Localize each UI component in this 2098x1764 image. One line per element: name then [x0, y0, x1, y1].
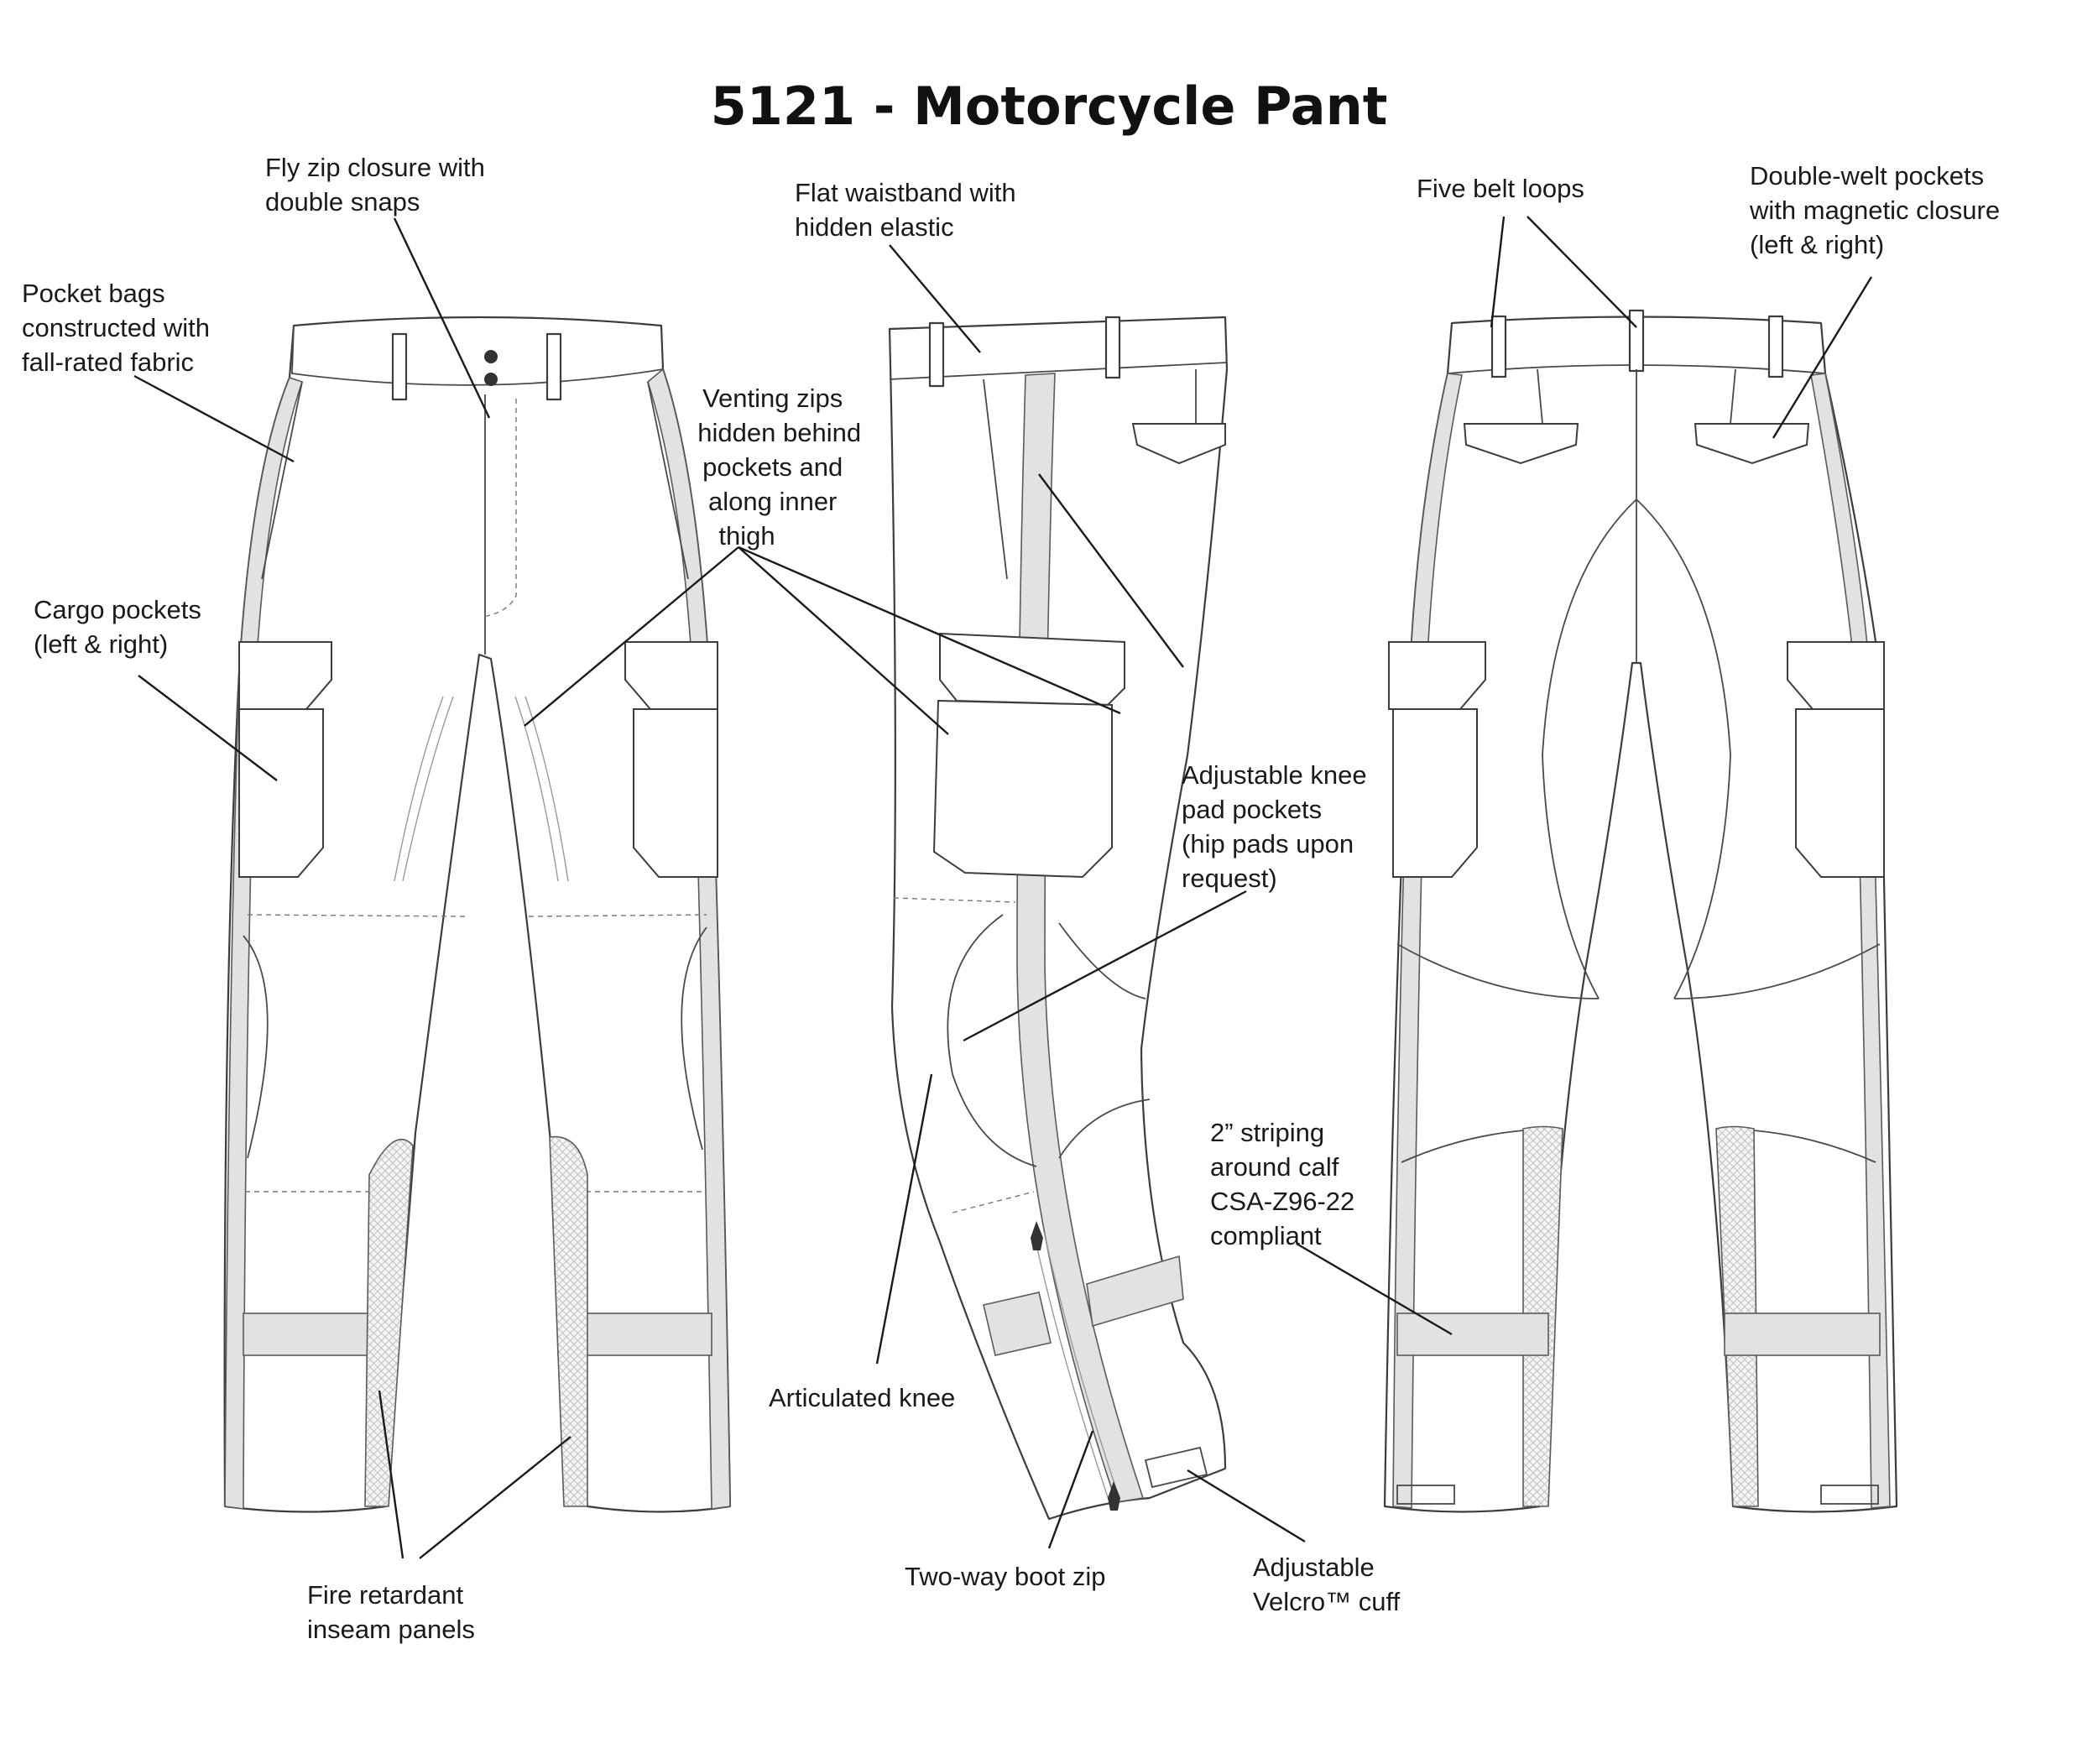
leader-lines [133, 216, 1873, 1559]
label-knee-pad-pockets: Adjustable knee pad pockets (hip pads up… [1182, 760, 1374, 893]
label-fly-zip: Fly zip closure with double snaps [265, 153, 492, 217]
label-cargo-pockets: Cargo pockets (left & right) [34, 595, 209, 659]
label-fire-retardant: Fire retardant inseam panels [307, 1580, 475, 1644]
label-velcro-cuff: Adjustable Velcro™ cuff [1253, 1553, 1401, 1616]
label-striping: 2” striping around calf CSA-Z96-22 compl… [1210, 1118, 1362, 1250]
label-boot-zip: Two-way boot zip [905, 1562, 1106, 1591]
label-welt-pockets: Double-welt pockets with magnetic closur… [1749, 161, 2007, 259]
label-articulated-knee: Articulated knee [769, 1383, 955, 1412]
label-pocket-bags: Pocket bags constructed with fall-rated … [22, 279, 217, 377]
front-view [223, 316, 732, 1513]
page-title: 5121 - Motorcycle Pant [711, 76, 1388, 137]
label-belt-loops: Five belt loops [1417, 174, 1584, 203]
side-view [888, 316, 1229, 1521]
side-pant-outline [888, 316, 1229, 1521]
labels: Fly zip closure with double snaps Pocket… [22, 153, 2007, 1644]
label-flat-waistband: Flat waistband with hidden elastic [795, 178, 1023, 242]
label-venting-zips: Venting zips hidden behind pockets and a… [697, 384, 868, 551]
back-view [1383, 309, 1898, 1513]
